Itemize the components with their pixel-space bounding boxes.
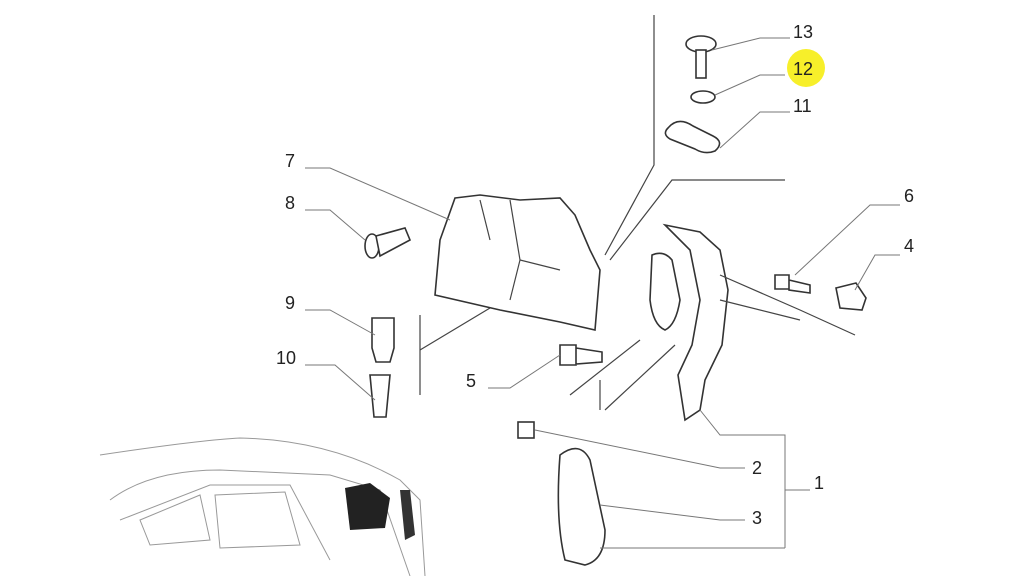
callout-6: 6 (904, 186, 914, 206)
part-9-plug (371, 317, 395, 363)
leader-lines (305, 37, 900, 549)
part-11-bracket (664, 120, 721, 154)
guide-lines (419, 15, 785, 411)
callout-1: 1 (814, 473, 824, 493)
callout-4: 4 (904, 236, 914, 256)
part-4-clip (835, 282, 867, 311)
callout-9: 9 (285, 293, 295, 313)
part-10-sleeve (369, 374, 391, 418)
part-13-screw (685, 35, 717, 79)
callout-10: 10 (276, 348, 296, 368)
part-8-fastener (364, 227, 412, 259)
callout-5: 5 (466, 371, 476, 391)
part-1-housing (662, 223, 729, 422)
callout-12: 12 (793, 59, 813, 79)
callout-3: 3 (752, 508, 762, 528)
callout-13: 13 (793, 22, 813, 42)
part-6-bolt (774, 274, 811, 294)
part-1-lens (649, 252, 681, 331)
part-12-washer (690, 90, 716, 104)
part-5-bolt (559, 344, 603, 366)
car-illustration (99, 437, 426, 576)
callout-7: 7 (285, 151, 295, 171)
part-2-connector (517, 421, 535, 439)
callout-2: 2 (752, 458, 762, 478)
callout-8: 8 (285, 193, 295, 213)
callout-11: 11 (793, 96, 812, 116)
part-7-panel (434, 194, 601, 331)
part-3-lamp (557, 447, 606, 566)
car-tail-light (345, 483, 390, 530)
highlight-12 (787, 49, 825, 87)
